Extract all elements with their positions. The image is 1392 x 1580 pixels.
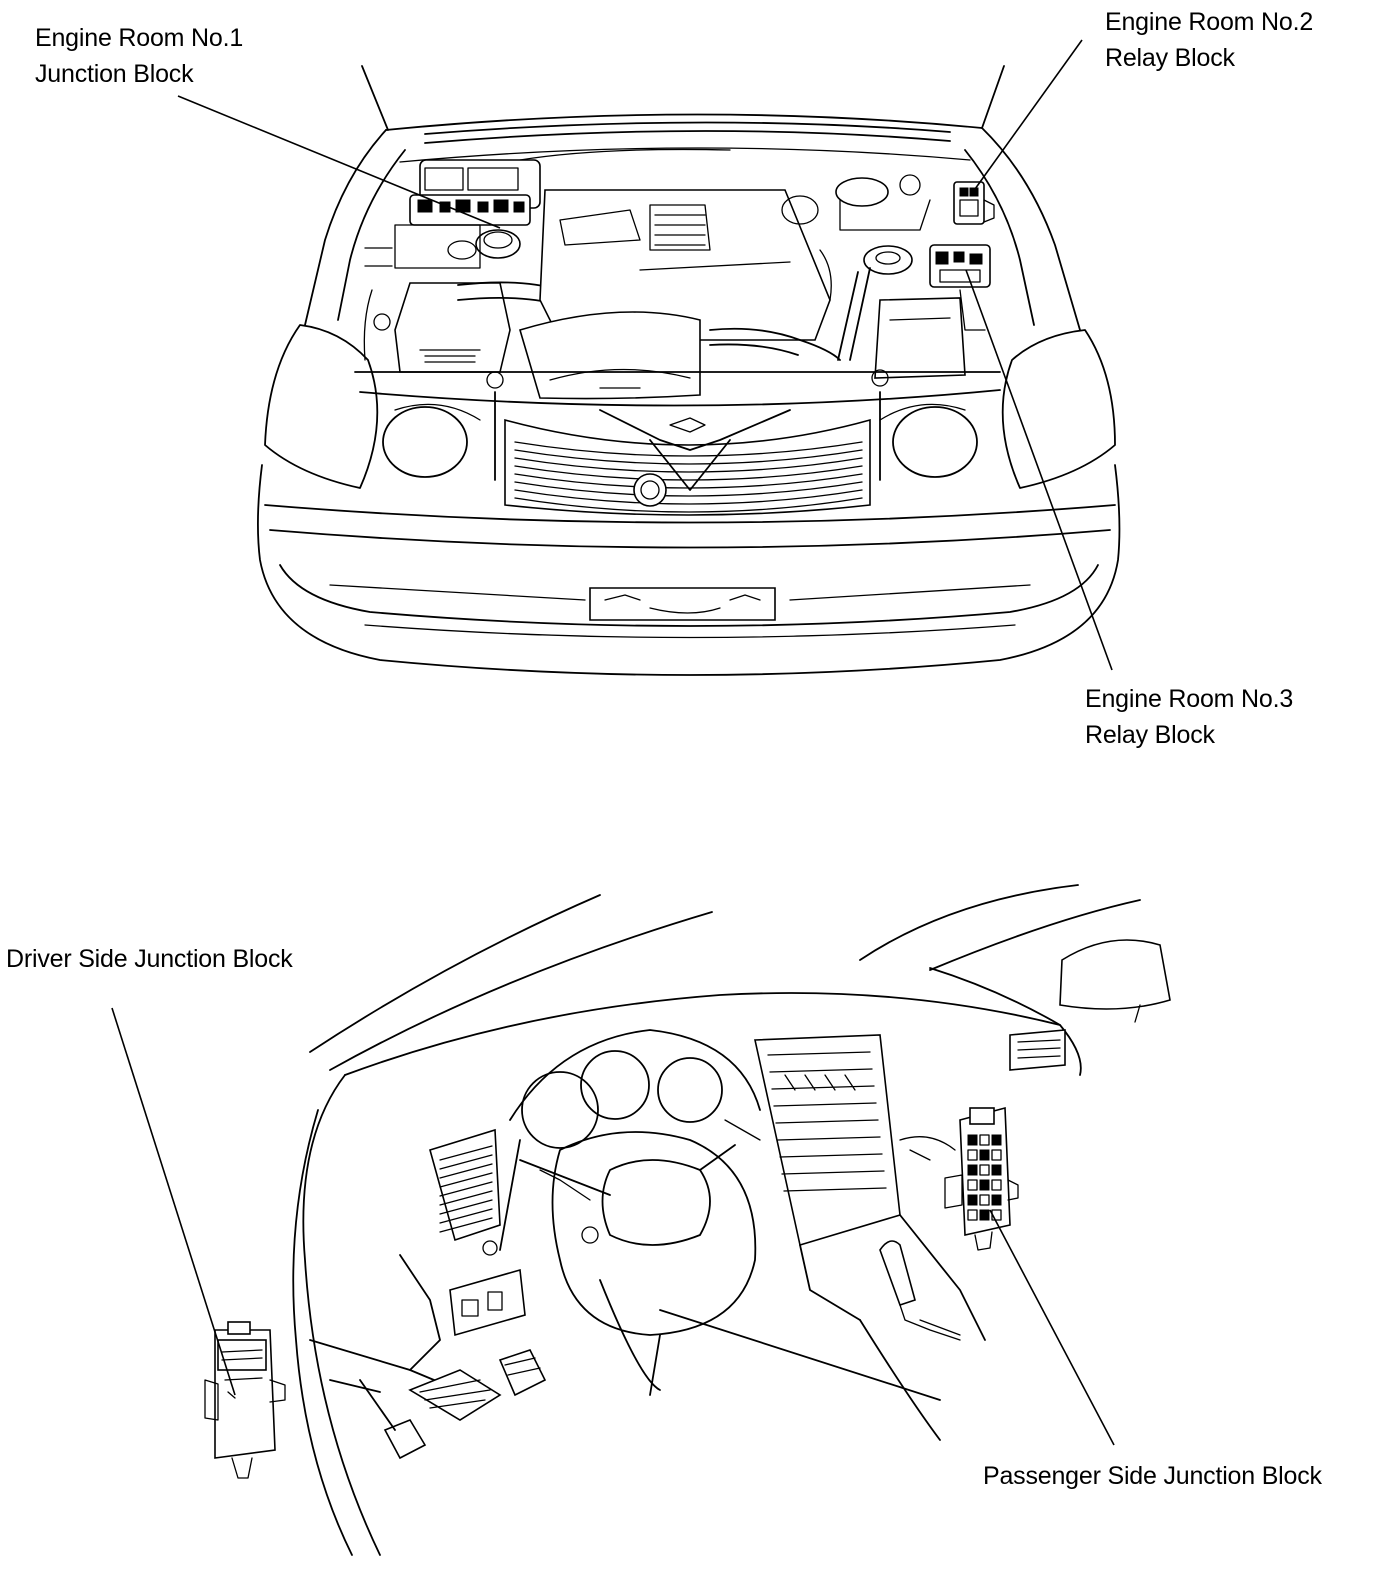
driver-side-junction-block-label: Driver Side Junction Block bbox=[6, 945, 293, 973]
leader-passenger-side bbox=[989, 1209, 1115, 1446]
engine-room-no1-line2: Junction Block bbox=[35, 60, 194, 88]
leader-engine-room-no2 bbox=[969, 39, 1083, 197]
leader-engine-room-no1 bbox=[177, 95, 501, 229]
leader-driver-side bbox=[111, 1007, 236, 1396]
passenger-side-junction-block-label: Passenger Side Junction Block bbox=[983, 1462, 1322, 1490]
engine-room-no2-line1: Engine Room No.2 bbox=[1105, 8, 1314, 36]
engine-room-no2-relay-block-label: Engine Room No.2 Relay Block bbox=[1105, 4, 1313, 76]
engine-room-no3-line2: Relay Block bbox=[1085, 721, 1215, 749]
engine-room-no3-line1: Engine Room No.3 bbox=[1085, 685, 1294, 713]
leader-engine-room-no3 bbox=[965, 269, 1113, 671]
engine-bay-illustration bbox=[257, 65, 1121, 676]
engine-room-no1-line1: Engine Room No.1 bbox=[35, 24, 244, 52]
engine-room-no1-junction-block-label: Engine Room No.1 Junction Block bbox=[35, 20, 243, 92]
engine-room-no2-line2: Relay Block bbox=[1105, 44, 1235, 72]
interior-illustration bbox=[204, 884, 1171, 1556]
leader-lines bbox=[111, 39, 1115, 1446]
engine-room-no3-relay-block-label: Engine Room No.3 Relay Block bbox=[1085, 681, 1293, 753]
